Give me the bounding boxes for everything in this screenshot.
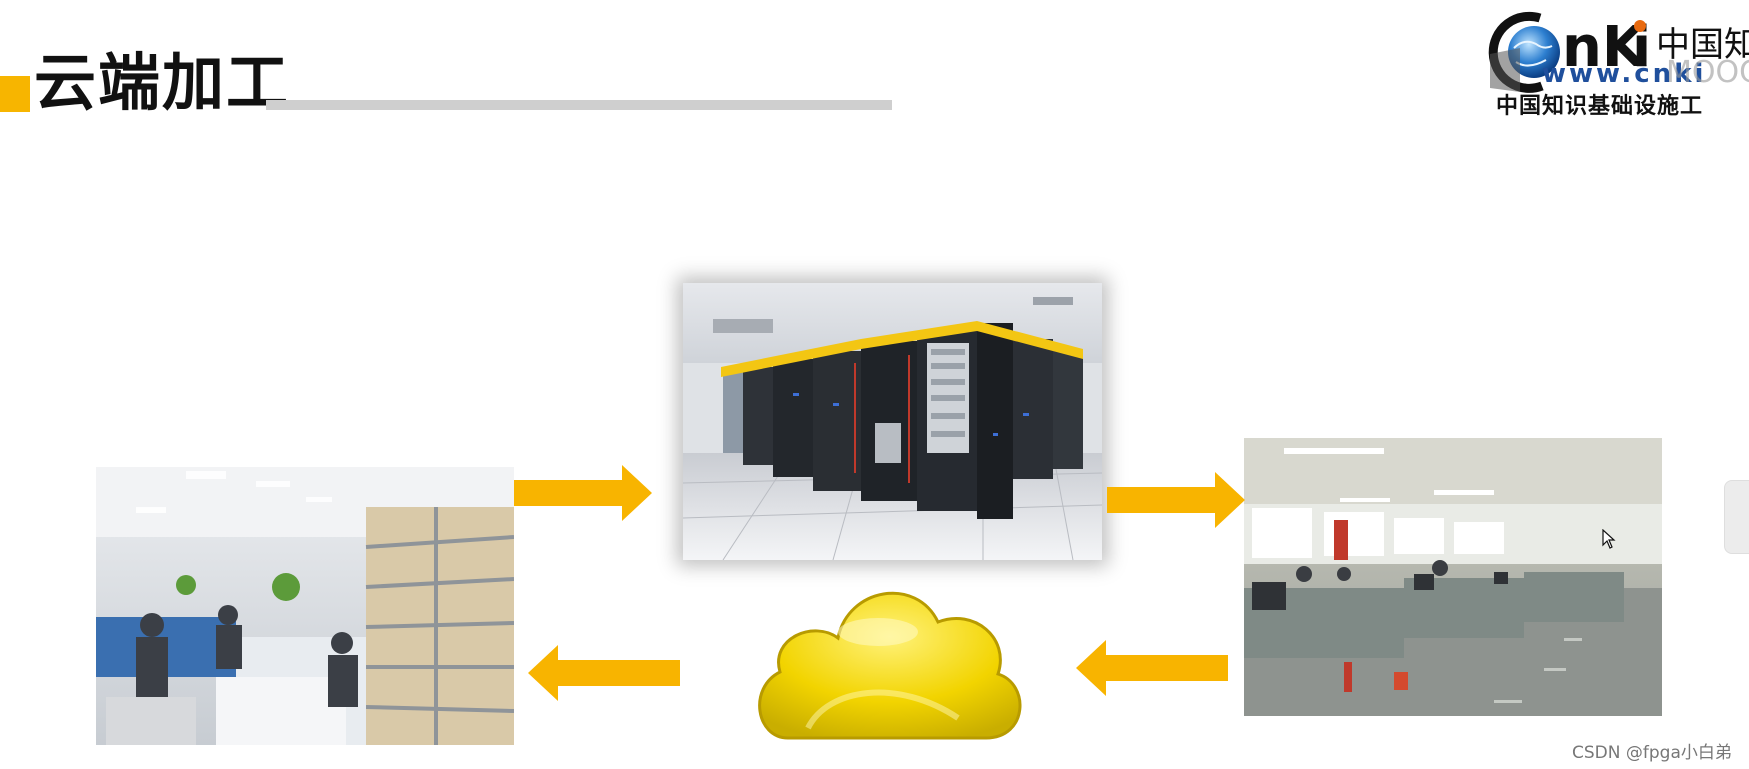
arrow-right-to-server [514,465,652,521]
arrow-right-to-office [1107,472,1245,528]
side-panel-tab[interactable] [1724,480,1749,554]
mouse-cursor-icon [1602,529,1616,553]
arrow-left-to-cloud [1076,640,1228,696]
server-room-photo [683,283,1102,560]
title-accent-bar [0,76,30,112]
slide-title: 云端加工 [34,48,290,118]
cloud-icon [748,568,1026,748]
logo-overlay-text: MOOC [1666,55,1749,90]
arrow-left-to-archive [528,645,680,701]
archive-office-photo [96,467,514,745]
open-office-photo [1244,438,1662,716]
title-underline [266,100,892,110]
logo-subtitle: 中国知识基础设施工 [1496,88,1703,120]
csdn-watermark: CSDN @fpga小白弟 [1572,738,1732,763]
